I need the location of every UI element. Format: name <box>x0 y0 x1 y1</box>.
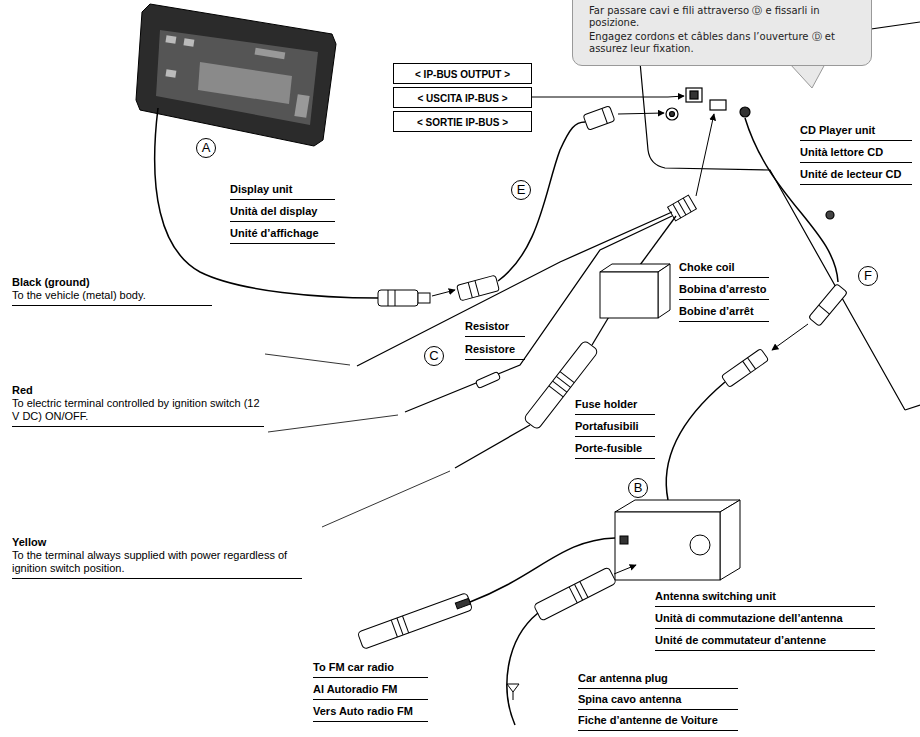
connector-a <box>378 290 430 306</box>
part-label: Unité d’affichage <box>230 227 335 244</box>
wire-note: To the vehicle (metal) body. <box>12 289 212 306</box>
wire-note: To electric terminal controlled by ignit… <box>12 397 264 427</box>
part-label: Bobine d’arrêt <box>679 305 769 322</box>
antenna-switching-unit <box>615 500 740 580</box>
antenna-cable <box>507 613 538 725</box>
part-label: Unité de commutateur d’antenne <box>655 634 875 651</box>
cable-f <box>745 118 838 282</box>
part-label: Choke coil <box>679 261 769 278</box>
cable-b <box>666 382 725 500</box>
part-label: Fiche d’antenne de Voiture <box>578 714 738 731</box>
part-label: Resistore <box>465 343 525 360</box>
ip-bus-box: < SORTIE IP-BUS > <box>393 111 532 132</box>
part-label: Antenna switching unit <box>655 590 875 607</box>
port-label: < IP-BUS OUTPUT > <box>415 66 510 84</box>
plug-car-antenna <box>533 567 616 621</box>
part-label: Spina cavo antenna <box>578 693 738 710</box>
callout-letter: B <box>628 478 648 498</box>
callout-letter: F <box>858 266 878 286</box>
part-label: Resistor <box>465 320 525 337</box>
callout-letter: A <box>196 138 216 158</box>
wire-note: To the terminal always supplied with pow… <box>12 549 302 579</box>
fuse-holder <box>523 340 599 430</box>
antenna-symbol <box>507 684 519 700</box>
wire-color: Red <box>12 384 33 397</box>
plug-arrow <box>432 290 455 296</box>
plug-f-mate <box>721 349 768 388</box>
port-label: < USCITA IP-BUS > <box>417 90 507 108</box>
instruction-text: Far passare cavi e fili attraverso Ⓓ e f… <box>589 5 859 29</box>
part-label: To FM car radio <box>313 661 428 678</box>
wires <box>357 212 676 468</box>
part-label: Vers Auto radio FM <box>313 705 428 722</box>
plug-fm <box>357 593 472 650</box>
callout-letter: C <box>424 346 444 366</box>
part-label: Unità di commutazione dell’antenna <box>655 612 875 629</box>
plug-f <box>808 284 847 327</box>
callout-bubble: Far passare cavi e fili attraverso Ⓓ e f… <box>572 0 872 66</box>
leader-line <box>532 96 684 97</box>
wire-color: Yellow <box>12 536 46 549</box>
plug-arrow <box>614 565 636 574</box>
ip-bus-box: < USCITA IP-BUS > <box>393 87 532 108</box>
port-label: < SORTIE IP-BUS > <box>417 114 508 132</box>
part-label: Porte-fusible <box>575 442 655 459</box>
part-label: Portafusibili <box>575 420 655 437</box>
part-label: Fuse holder <box>575 398 655 415</box>
part-label: Al Autoradio FM <box>313 683 428 700</box>
callout-tail <box>790 64 825 88</box>
part-label: Bobina d’arresto <box>679 283 769 300</box>
plug-arrow <box>618 113 664 114</box>
plug-arrow <box>696 114 714 196</box>
cable-a <box>155 108 378 298</box>
plug-arrow <box>772 324 808 350</box>
callout-letter: E <box>511 180 531 200</box>
plug-e <box>583 106 615 131</box>
part-label: Unité de lecteur CD <box>800 168 912 185</box>
cd-player-housing <box>640 22 920 410</box>
choke-coil <box>600 264 670 318</box>
part-label: CD Player unit <box>800 124 912 141</box>
part-label: Unità del display <box>230 205 335 222</box>
display-unit-body <box>136 4 336 146</box>
part-label: Car antenna plug <box>578 672 738 689</box>
harness-connector <box>668 195 697 221</box>
ip-bus-box: < IP-BUS OUTPUT > <box>393 63 532 84</box>
resistor-symbol <box>475 371 500 388</box>
part-label: Unità lettore CD <box>800 146 912 163</box>
wire-color: Black (ground) <box>12 276 90 289</box>
instruction-text: Engagez cordons et câbles dans l’ouvertu… <box>589 31 859 55</box>
part-label: Display unit <box>230 183 335 200</box>
leader-lines <box>265 354 450 527</box>
